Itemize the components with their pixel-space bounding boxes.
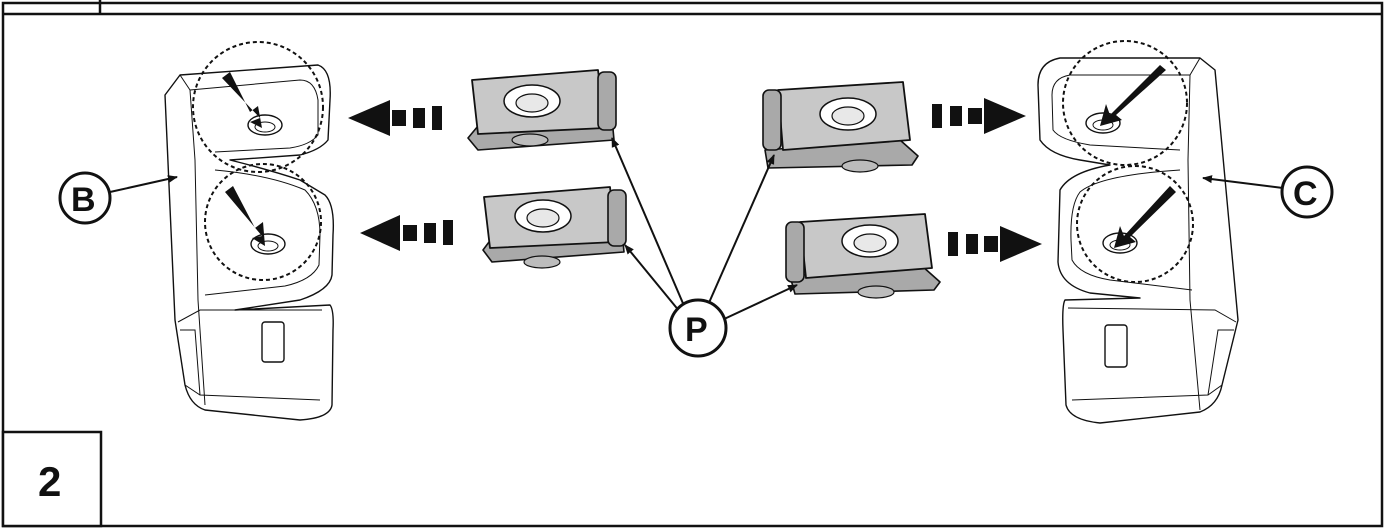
arrow-left-lower [360, 215, 453, 251]
step-number-box: 2 [1, 430, 103, 528]
bracket-c [1037, 40, 1239, 424]
callout-c-label: C [1293, 175, 1318, 213]
bracket-b [164, 41, 335, 421]
clip-left-upper [467, 69, 617, 151]
arrow-left-upper [348, 100, 442, 136]
callout-p: P [611, 137, 798, 358]
clip-right-upper [762, 81, 919, 173]
arrow-right-upper [932, 98, 1026, 134]
arrow-right-lower [948, 226, 1042, 262]
callout-b: B [58, 171, 178, 225]
callout-b-label: B [71, 181, 96, 219]
step-number: 2 [38, 458, 61, 505]
callout-c: C [1202, 165, 1334, 219]
callout-p-label: P [685, 311, 708, 349]
clip-right-lower [785, 213, 941, 299]
clip-left-lower [482, 186, 627, 269]
